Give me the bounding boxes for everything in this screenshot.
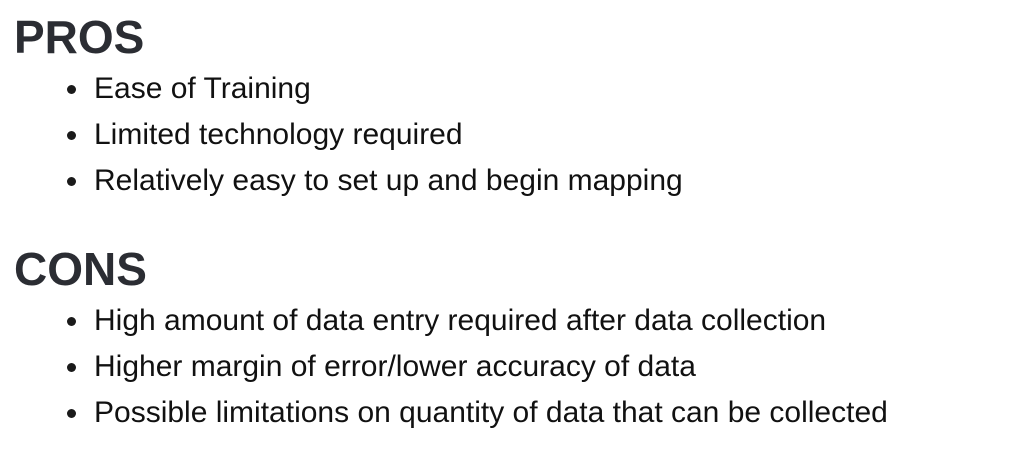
list-item-text: Possible limitations on quantity of data…	[94, 396, 888, 429]
list-item-text: Ease of Training	[94, 72, 311, 105]
list-item: Relatively easy to set up and begin mapp…	[14, 158, 1006, 204]
bullet-icon	[67, 317, 76, 326]
list-item: Ease of Training	[14, 66, 1006, 112]
bullet-icon	[67, 85, 76, 94]
list-item-text: High amount of data entry required after…	[94, 304, 827, 337]
bullet-icon	[67, 363, 76, 372]
bullet-icon	[67, 177, 76, 186]
list-item-text: Relatively easy to set up and begin mapp…	[94, 164, 683, 197]
list-item: Possible limitations on quantity of data…	[14, 390, 1006, 436]
pros-list: Ease of Training Limited technology requ…	[14, 66, 1006, 204]
list-item-text: Higher margin of error/lower accuracy of…	[94, 350, 696, 383]
cons-heading: CONS	[14, 243, 147, 295]
list-item: High amount of data entry required after…	[14, 298, 1006, 344]
list-item: Higher margin of error/lower accuracy of…	[14, 344, 1006, 390]
cons-section: CONS High amount of data entry required …	[14, 240, 1006, 436]
pros-section: PROS Ease of Training Limited technology…	[14, 8, 1006, 204]
cons-list: High amount of data entry required after…	[14, 298, 1006, 436]
bullet-icon	[67, 131, 76, 140]
pros-heading: PROS	[14, 11, 145, 63]
list-item: Limited technology required	[14, 112, 1006, 158]
list-item-text: Limited technology required	[94, 118, 463, 151]
bullet-icon	[67, 409, 76, 418]
